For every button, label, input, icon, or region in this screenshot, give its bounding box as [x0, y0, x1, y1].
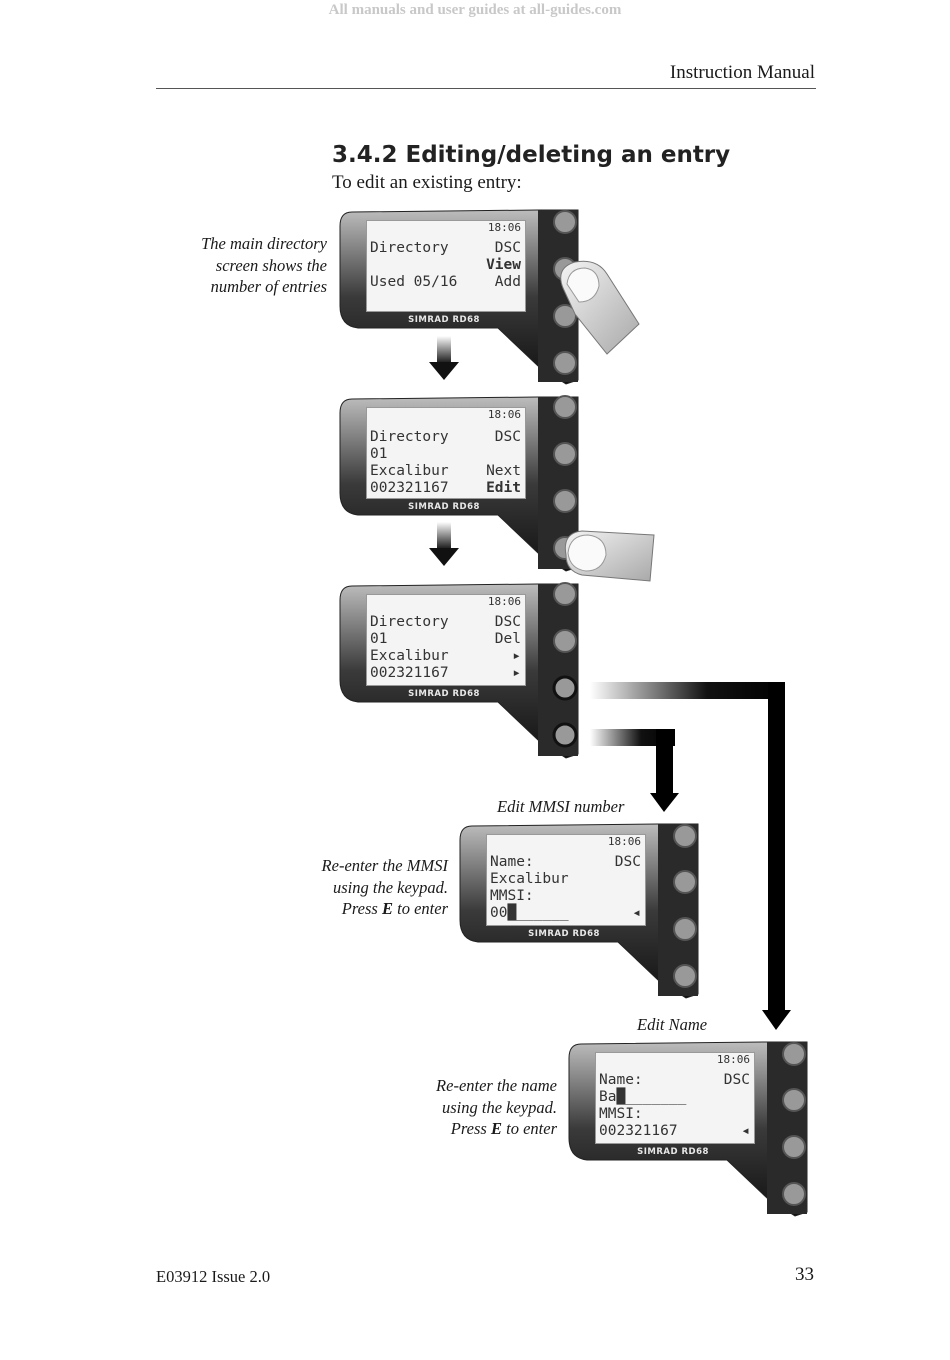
clock: 18:06 — [716, 1053, 750, 1066]
lcd-text: Name: — [490, 854, 534, 870]
lcd-text: Excalibur — [370, 463, 449, 479]
footer-doc-id: E03912 Issue 2.0 — [156, 1267, 271, 1286]
radio-display-edit-name: 18:06 Name: DSC Ba█_______ MMSI: 00232116… — [567, 1038, 817, 1217]
down-arrow-icon — [429, 336, 459, 380]
caption-line: screen shows the — [215, 255, 327, 275]
radio-display-entry: 18:06 Directory DSC 01 Excalibur Next 0023… — [338, 393, 588, 572]
caption-line: number of entries — [210, 277, 327, 296]
softkey-label: DSC — [494, 429, 521, 445]
finger-press-icon — [560, 260, 640, 355]
clock: 18:06 — [487, 595, 521, 608]
intro-text: To edit an existing entry: — [332, 172, 522, 193]
lcd-text: 01 — [370, 631, 388, 647]
brand-label: SIMRAD RD68 — [637, 1147, 709, 1157]
finger-press-icon — [564, 530, 655, 582]
lcd-text: 002321167 — [370, 665, 449, 681]
lcd-screen: 18:06 Directory DSC 01 Del Excalibur ▸ 0023… — [366, 594, 526, 686]
lcd-text: Excalibur — [490, 871, 569, 887]
brand-label: SIMRAD RD68 — [408, 502, 480, 512]
caption-main-directory: The main directory screen shows the numb… — [201, 233, 327, 298]
radio-display-edit-mmsi: 18:06 Name: DSC Excalibur MMSI: 00█______… — [458, 820, 708, 999]
lcd-text: 01 — [370, 446, 388, 462]
caption-line: Re-enter the MMSI — [321, 856, 448, 875]
lcd-screen: 18:06 Directory DSC 01 Excalibur Next 0023… — [366, 407, 526, 499]
brand-label: SIMRAD RD68 — [408, 315, 480, 325]
softkey-label: DSC — [614, 854, 641, 870]
caption-line: Re-enter the name — [436, 1076, 557, 1095]
caption-line: using the keypad. — [332, 877, 448, 897]
arrow-right-icon: ▸ — [512, 665, 521, 681]
softkey-label-selected: View — [486, 257, 521, 273]
name-entry-field: Ba█_______ — [599, 1089, 687, 1105]
softkey-label-selected: Edit — [486, 480, 521, 496]
section-heading: 3.4.2 Editing/deleting an entry — [332, 142, 731, 168]
caption-line: The main directory — [201, 234, 327, 253]
lcd-text: Name: — [599, 1072, 643, 1088]
down-arrow-icon — [429, 522, 459, 566]
clock: 18:06 — [607, 835, 641, 848]
radio-display-options: 18:06 Directory DSC 01 Del Excalibur ▸ 0023… — [338, 580, 588, 759]
clock: 18:06 — [487, 408, 521, 421]
caption-line: Press E to enter — [341, 899, 448, 918]
clock: 18:06 — [487, 221, 521, 234]
lcd-text: Used 05/16 — [370, 274, 458, 290]
arrow-left-icon: ◂ — [632, 905, 641, 921]
caption-line: Press E to enter — [450, 1119, 557, 1138]
caption-mmsi: Re-enter the MMSI using the keypad. Pres… — [322, 855, 448, 920]
header-rule — [156, 88, 816, 89]
mmsi-entry-field: 00█______ — [490, 905, 569, 921]
lcd-text: MMSI: — [490, 888, 534, 904]
softkey-label: Next — [486, 463, 521, 479]
softkey-label: DSC — [494, 614, 521, 630]
label-edit-name: Edit Name — [637, 1015, 708, 1034]
lcd-text: 002321167 — [599, 1123, 678, 1139]
lcd-text: Directory — [370, 240, 449, 256]
caption-line: using the keypad. — [441, 1097, 557, 1117]
lcd-screen: 18:06 Directory DSC View Used 05/16 Add — [366, 220, 526, 312]
lcd-text: Excalibur — [370, 648, 449, 664]
softkey-label: DSC — [723, 1072, 750, 1088]
lcd-text: Directory — [370, 429, 449, 445]
brand-label: SIMRAD RD68 — [528, 929, 600, 939]
lcd-text: MMSI: — [599, 1106, 643, 1122]
arrow-right-icon: ▸ — [512, 648, 521, 664]
radio-display-directory: 18:06 Directory DSC View Used 05/16 Add SI… — [338, 206, 588, 385]
arrow-left-icon: ◂ — [741, 1123, 750, 1139]
lcd-text: 002321167 — [370, 480, 449, 496]
page-number: 33 — [795, 1264, 814, 1285]
connector-arrow-mmsi — [590, 729, 679, 812]
softkey-label: DSC — [494, 240, 521, 256]
caption-name: Re-enter the name using the keypad. Pres… — [436, 1075, 557, 1140]
lcd-screen: 18:06 Name: DSC Ba█_______ MMSI: 00232116… — [595, 1052, 755, 1144]
softkey-label: Del — [494, 631, 521, 647]
lcd-text: Directory — [370, 614, 449, 630]
softkey-label: Add — [494, 274, 521, 290]
connector-arrow-name — [590, 682, 791, 1030]
label-edit-mmsi: Edit MMSI number — [497, 797, 625, 816]
header-title: Instruction Manual — [669, 62, 815, 83]
lcd-screen: 18:06 Name: DSC Excalibur MMSI: 00█______… — [486, 834, 646, 926]
brand-label: SIMRAD RD68 — [408, 689, 480, 699]
watermark: All manuals and user guides at all-guide… — [328, 2, 622, 18]
